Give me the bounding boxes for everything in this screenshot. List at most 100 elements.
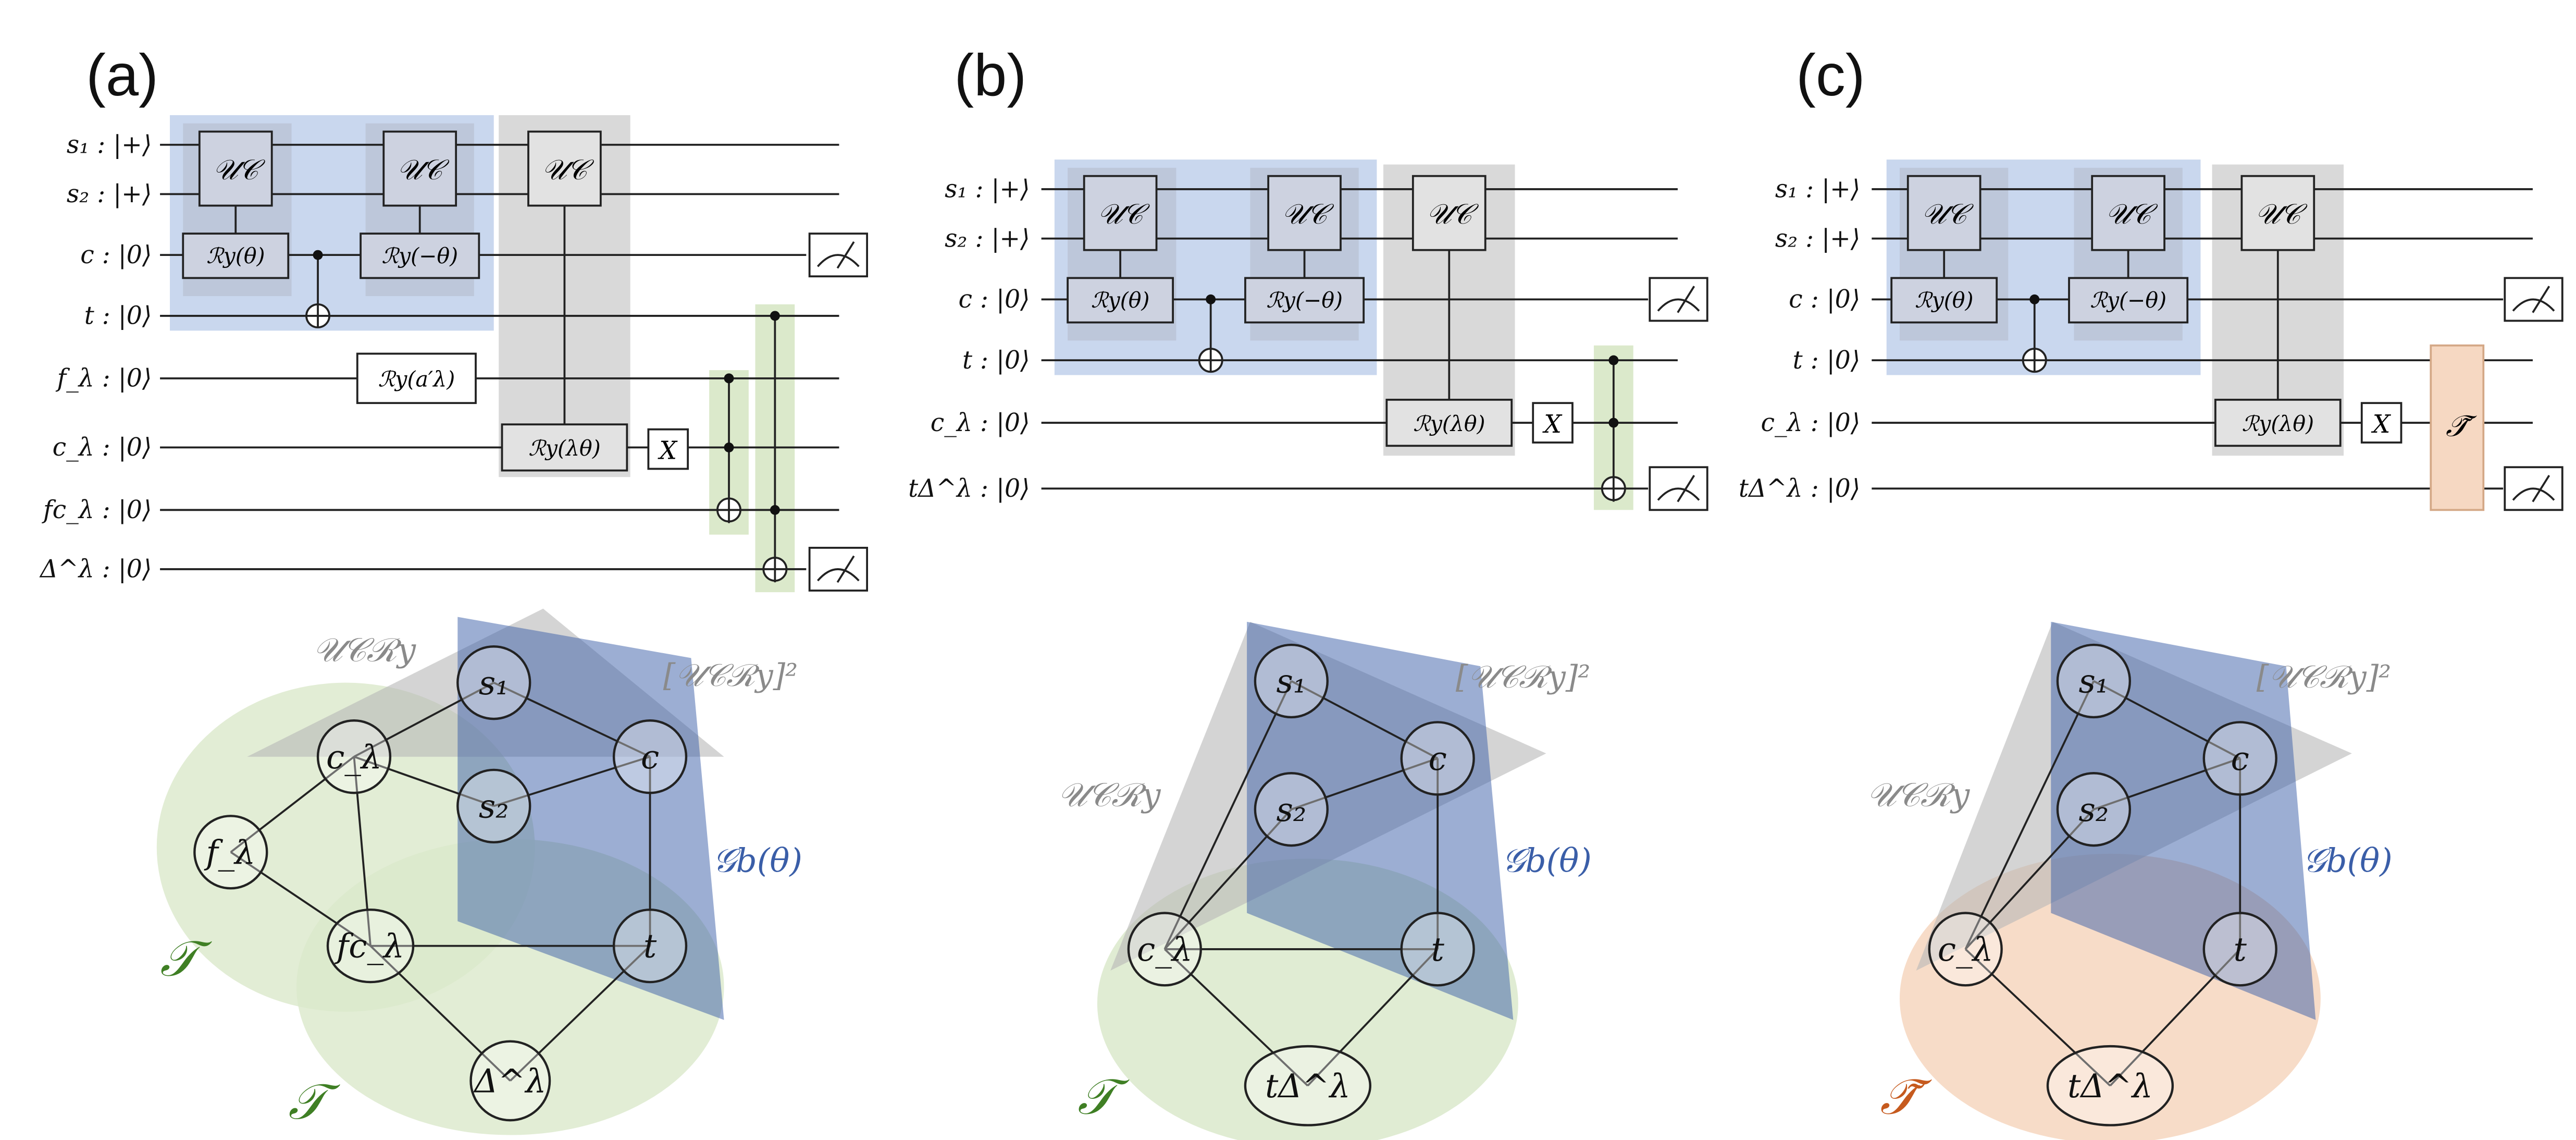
label-gb-theta: 𝒢b(θ) xyxy=(712,841,802,880)
wire-label-delta-lambda: Δ^λ : |0⟩ xyxy=(39,555,152,584)
cnot-targets xyxy=(2022,348,2047,373)
wire-label-t: t : |0⟩ xyxy=(1793,346,1861,375)
label-tau-tilde: 𝒯̃ xyxy=(1880,1069,1932,1126)
node-c-lambda: c_λ xyxy=(1137,930,1193,969)
wire-labels: s₁ : |+⟩ s₂ : |+⟩ c : |0⟩ t : |0⟩ c_λ : … xyxy=(908,175,1030,503)
meter-icon xyxy=(2504,466,2563,511)
panel-label-c: (c) xyxy=(1796,42,1865,108)
node-s1: s₁ xyxy=(479,664,509,702)
label-tau: 𝒯 xyxy=(1078,1069,1130,1126)
meter-icon xyxy=(808,232,868,278)
wire-label-t-delta-lambda: tΔ^λ : |0⟩ xyxy=(908,474,1030,503)
graph-edges xyxy=(1163,680,1439,1087)
node-s2: s₂ xyxy=(479,787,509,825)
gb-plane xyxy=(1247,621,1514,1020)
gb-plane xyxy=(2051,621,2316,1020)
svg-text:𝒰𝒞: 𝒰𝒞 xyxy=(213,153,266,186)
svg-text:𝒰𝒞: 𝒰𝒞 xyxy=(1097,198,1150,230)
wire-label-t: t : |0⟩ xyxy=(84,302,152,330)
wire-label-c: c : |0⟩ xyxy=(1789,285,1860,314)
graph-c: s₁ s₂ c t c_λ tΔ^λ 𝒰𝒞ℛy [𝒰𝒞ℛy]² 𝒢b(θ) 𝒯̃ xyxy=(1867,621,2393,1140)
wire-label-c-lambda: c_λ : |0⟩ xyxy=(53,433,152,462)
node-c: c xyxy=(1429,739,1447,778)
wire-label-c: c : |0⟩ xyxy=(80,241,152,269)
uc-gate: 𝒰𝒞 xyxy=(527,130,602,207)
svg-text:ℛy(−θ): ℛy(−θ) xyxy=(2090,288,2166,313)
svg-text:𝒰𝒞: 𝒰𝒞 xyxy=(2255,198,2308,230)
node-s1: s₁ xyxy=(1276,662,1306,701)
node-c-lambda: c_λ xyxy=(326,738,382,776)
graph-node-labels: s₁ s₂ c t c_λ tΔ^λ xyxy=(1938,662,2249,1105)
graph-node-labels: s₁ s₂ c t c_λ f_λ fc_λ Δ^λ xyxy=(204,664,659,1100)
label-gb-theta: 𝒢b(θ) xyxy=(1502,841,1592,880)
x-gate: X xyxy=(2360,402,2402,444)
node-t: t xyxy=(2234,930,2247,969)
node-c-lambda: c_λ xyxy=(1938,930,1993,969)
panel-b: (b) s₁ : |+⟩ s₂ : |+⟩ c : |0⟩ t : |0⟩ c_… xyxy=(908,42,1708,1140)
graph-node-circles xyxy=(1928,643,2277,1126)
wire-label-c-lambda: c_λ : |0⟩ xyxy=(1761,409,1860,437)
svg-text:ℛy(θ): ℛy(θ) xyxy=(1915,288,1974,313)
wire-labels: s₁ : |+⟩ s₂ : |+⟩ c : |0⟩ t : |0⟩ c_λ : … xyxy=(1739,175,1860,503)
wire-label-s1: s₁ : |+⟩ xyxy=(67,130,152,159)
uc-gate: 𝒰𝒞 xyxy=(1411,175,1487,251)
svg-text:ℛy(λθ): ℛy(λθ) xyxy=(528,436,601,461)
svg-text:𝒰𝒞: 𝒰𝒞 xyxy=(1427,198,1479,230)
svg-text:ℛy(θ): ℛy(θ) xyxy=(206,243,265,268)
meter-icon xyxy=(1649,466,1708,511)
label-ucry-squared: [𝒰𝒞ℛy]² xyxy=(1456,659,1590,695)
ry-a-gate: ℛy(a′λ) xyxy=(356,352,477,404)
uc-gate: 𝒰𝒞 xyxy=(198,130,273,207)
graph-b: s₁ s₂ c t c_λ tΔ^λ 𝒰𝒞ℛy [𝒰𝒞ℛy]² 𝒢b(θ) 𝒯 xyxy=(1058,621,1592,1140)
node-t: t xyxy=(1431,930,1444,969)
node-c: c xyxy=(641,738,659,776)
meter-icon xyxy=(808,547,868,592)
graph-edges xyxy=(230,681,651,1082)
uc-gate: 𝒰𝒞 xyxy=(1267,175,1342,251)
panel-label-a: (a) xyxy=(86,42,158,108)
graph-edges xyxy=(1964,680,2241,1087)
svg-text:𝒰𝒞: 𝒰𝒞 xyxy=(1922,198,1974,230)
node-fc-lambda: fc_λ xyxy=(335,927,404,965)
wire-label-s2: s₂ : |+⟩ xyxy=(67,180,152,209)
label-ucry: 𝒰𝒞ℛy xyxy=(313,631,417,669)
svg-text:𝒰𝒞: 𝒰𝒞 xyxy=(397,153,450,186)
cnot-targets xyxy=(305,303,788,582)
svg-text:ℛy(−θ): ℛy(−θ) xyxy=(381,243,458,268)
graph-node-circles xyxy=(1127,643,1475,1126)
node-t-delta-lambda: tΔ^λ xyxy=(1265,1067,1351,1105)
label-gb-theta: 𝒢b(θ) xyxy=(2302,841,2393,880)
node-c: c xyxy=(2231,739,2249,778)
wire-label-s1: s₁ : |+⟩ xyxy=(945,175,1030,204)
ry-neg-theta-gate: ℛy(−θ) xyxy=(2068,277,2189,324)
node-t-delta-lambda: tΔ^λ xyxy=(2067,1067,2153,1105)
svg-text:X: X xyxy=(1542,410,1563,439)
graph-node-circles xyxy=(193,645,688,1122)
node-delta-lambda: Δ^λ xyxy=(473,1061,546,1100)
wire-label-t-delta-lambda: tΔ^λ : |0⟩ xyxy=(1739,474,1860,503)
panel-a: (a) s₁ : |+⟩ s₂ : |+ xyxy=(39,42,868,1135)
label-ucry-squared: [𝒰𝒞ℛy]² xyxy=(2257,659,2391,695)
cnot-targets xyxy=(1198,348,1626,501)
node-s2: s₂ xyxy=(1276,790,1306,829)
gb-plane xyxy=(457,617,724,1020)
svg-text:ℛy(λθ): ℛy(λθ) xyxy=(1413,411,1485,436)
panel-c: (c) s₁ : |+⟩ s₂ : |+⟩ c : |0⟩ t : |0⟩ c_… xyxy=(1739,42,2563,1140)
tau-tilde-gate: 𝒯̃ xyxy=(2430,344,2485,511)
ry-neg-theta-gate: ℛy(−θ) xyxy=(1244,277,1365,324)
wire-labels: s₁ : |+⟩ s₂ : |+⟩ c : |0⟩ t : |0⟩ f_λ : … xyxy=(39,130,152,583)
meter-icon xyxy=(2504,277,2563,322)
svg-text:X: X xyxy=(2371,410,2392,439)
ry-lambda-theta-gate: ℛy(λθ) xyxy=(501,423,628,472)
x-gate: X xyxy=(1532,402,1574,444)
svg-text:ℛy(−θ): ℛy(−θ) xyxy=(1266,288,1343,313)
node-s2: s₂ xyxy=(2079,790,2109,829)
graph-a: s₁ s₂ c t c_λ f_λ fc_λ Δ^λ 𝒰𝒞ℛy [𝒰𝒞ℛy]² … xyxy=(156,608,802,1135)
ry-lambda-theta-gate: ℛy(λθ) xyxy=(2214,398,2342,447)
ry-theta-gate: ℛy(θ) xyxy=(182,232,290,279)
ry-neg-theta-gate: ℛy(−θ) xyxy=(360,232,480,279)
control-dots xyxy=(2029,294,2040,304)
wire-label-s1: s₁ : |+⟩ xyxy=(1775,175,1860,204)
svg-text:ℛy(a′λ): ℛy(a′λ) xyxy=(378,367,455,392)
